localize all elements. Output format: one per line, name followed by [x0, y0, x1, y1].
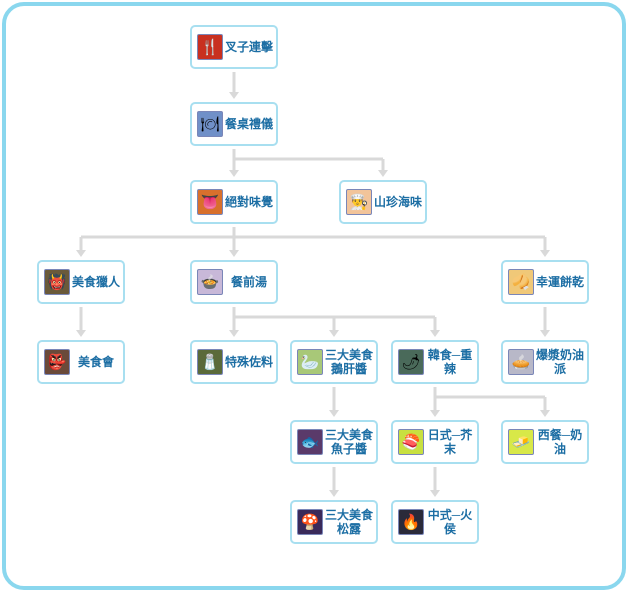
- skill-node-gourmet-club[interactable]: 👺 美食會: [37, 340, 125, 384]
- skill-node-special-seasoning[interactable]: 🧂特殊佐料: [190, 340, 278, 384]
- skill-label: 中式─火侯: [427, 508, 473, 536]
- skill-node-table-manners[interactable]: 🍽餐桌禮儀: [190, 102, 278, 146]
- arrow-head: [229, 92, 239, 99]
- skill-label: 特殊佐料: [225, 355, 274, 369]
- arrow-head: [76, 250, 86, 257]
- arrow-head: [229, 250, 239, 257]
- arrow-head: [540, 250, 550, 257]
- skill-label: 叉子連擊: [225, 40, 274, 54]
- skill-node-fortune-cookie[interactable]: 🥠幸運餅乾: [501, 260, 589, 304]
- skill-label: 三大美食 鵝肝醬: [325, 348, 374, 376]
- skill-node-cream-pie[interactable]: 🥧爆漿奶油派: [501, 340, 589, 384]
- arrow-head: [430, 490, 440, 497]
- wasabi-icon: 🍣: [398, 429, 424, 455]
- cookie-icon: 🥠: [508, 269, 534, 295]
- skill-label: 絕對味覺: [225, 195, 274, 209]
- arrow-head: [229, 330, 239, 337]
- skill-label: 西餐─奶油: [537, 428, 583, 456]
- soup-icon: 🍲: [197, 269, 223, 295]
- arrow-head: [76, 330, 86, 337]
- skill-label: 餐前湯: [230, 275, 267, 289]
- skill-label: 餐桌禮儀: [225, 117, 274, 131]
- skill-node-western-cream[interactable]: 🧈西餐─奶油: [501, 420, 589, 464]
- arrow-head: [329, 410, 339, 417]
- skill-label: 日式─芥末: [427, 428, 473, 456]
- arrow-head: [329, 330, 339, 337]
- skill-label: 三大美食 松露: [325, 508, 374, 536]
- skill-node-truffle[interactable]: 🍄三大美食 松露: [290, 500, 378, 544]
- arrow-head: [430, 330, 440, 337]
- skill-node-gourmet-hunter[interactable]: 👹美食獵人: [37, 260, 125, 304]
- arrow-head: [430, 410, 440, 417]
- chef-icon: 👨‍🍳: [346, 189, 372, 215]
- arrow-head: [540, 410, 550, 417]
- skill-node-absolute-taste[interactable]: 👅絕對味覺: [190, 180, 278, 224]
- plate-icon: 🍽: [197, 111, 223, 137]
- fire-wok-icon: 🔥: [398, 509, 424, 535]
- fork-icon: 🍴: [197, 34, 223, 60]
- skill-label: 美食獵人: [72, 275, 121, 289]
- skill-node-korean-spicy[interactable]: 🌶韓食─重辣: [391, 340, 479, 384]
- skill-label: 爆漿奶油派: [536, 348, 585, 376]
- skill-node-japanese-mustard[interactable]: 🍣日式─芥末: [391, 420, 479, 464]
- skill-label: 韓食─重辣: [427, 348, 473, 376]
- hunter-mask-icon: 👹: [44, 269, 70, 295]
- skill-node-foie-gras[interactable]: 🦢三大美食 鵝肝醬: [290, 340, 378, 384]
- arrow-head: [378, 170, 388, 177]
- skill-label: 美食會: [77, 355, 114, 369]
- skill-node-fork-combo[interactable]: 🍴叉子連擊: [190, 25, 278, 69]
- gourmet-mask-icon: 👺: [44, 349, 70, 375]
- goose-icon: 🦢: [297, 349, 323, 375]
- arrow-head: [229, 170, 239, 177]
- skill-node-caviar[interactable]: 🐟三大美食 魚子醬: [290, 420, 378, 464]
- cream-icon: 🧈: [508, 429, 534, 455]
- skill-node-chinese-fire[interactable]: 🔥中式─火侯: [391, 500, 479, 544]
- skill-label: 三大美食 魚子醬: [325, 428, 374, 456]
- arrow-head: [540, 330, 550, 337]
- tongue-icon: 👅: [197, 189, 223, 215]
- arrow-head: [329, 490, 339, 497]
- spicy-pot-icon: 🌶: [398, 349, 424, 375]
- pie-icon: 🥧: [508, 349, 534, 375]
- caviar-icon: 🐟: [297, 429, 323, 455]
- skill-label: 山珍海味: [374, 195, 423, 209]
- truffle-icon: 🍄: [297, 509, 323, 535]
- skill-node-appetizer-soup[interactable]: 🍲 餐前湯: [190, 260, 278, 304]
- skill-label: 幸運餅乾: [536, 275, 585, 289]
- skill-node-delicacies[interactable]: 👨‍🍳山珍海味: [339, 180, 427, 224]
- spice-pot-icon: 🧂: [197, 349, 223, 375]
